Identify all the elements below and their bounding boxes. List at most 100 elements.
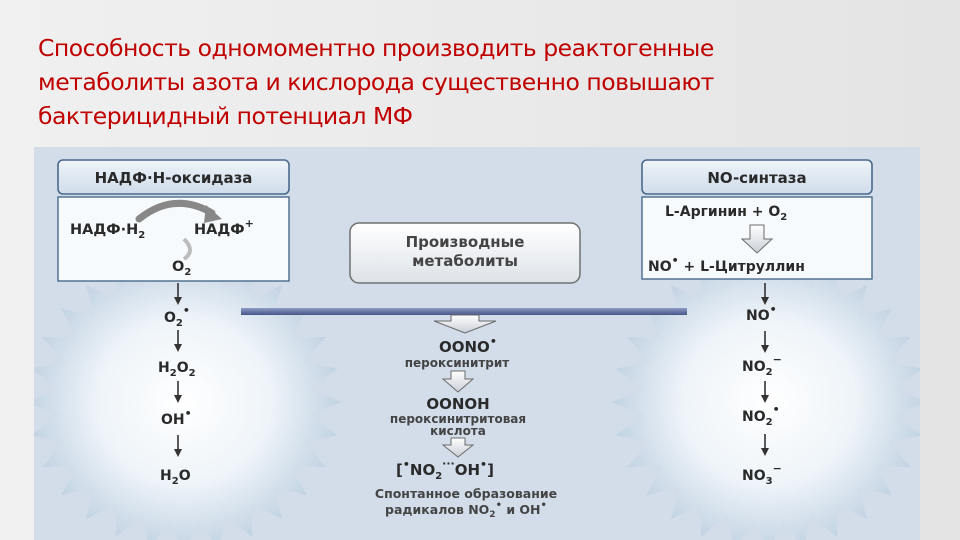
left-chain: O2• H2O2 OH• H2O [158,283,196,487]
no-synthase-label: NO-синтаза [707,169,806,187]
nadph-h-text: НАДФ·Н [70,222,138,238]
arginine-text: L-Аргинин + O2 [665,204,787,223]
left-enzyme-group: НАДФ·Н-оксидаза НАДФ·Н2 НАДФ+ O2 [57,159,290,282]
o2-reactant-main: O [172,259,184,275]
right-chain-item-2: NO2− [742,353,782,378]
derived-metabolites-box [349,222,581,284]
radical-pair-complex: [•NO2···OH•] [396,457,494,482]
citrulline-text: NO• + L-Цитруллин [648,254,805,275]
nitrite-sub: 2 [766,367,773,378]
arginine-main: L-Аргинин + O [665,204,780,220]
complex-dot-1: • [403,458,410,471]
superoxide-main: O [164,310,176,326]
h2o2-main-2: O [177,360,189,376]
right-chain: NO• NO2− NO2• NO3− [742,283,782,487]
nadph-h-sub: 2 [138,230,145,241]
oonoh-text: OONOH [426,395,489,413]
merge-hollow-arrow [433,314,497,334]
right-chain-item-1: NO• [746,303,777,324]
nitrite-main: NO [742,359,766,375]
right-arrow-4-head [761,448,769,456]
radicals-no2-sub: 2 [489,510,495,520]
no2-radical-sub: 2 [766,417,773,428]
h2o2-sub-2: 2 [189,368,196,379]
no2-radical-main: NO [742,409,766,425]
slide-title: Способность одномоментно производить реа… [38,31,918,133]
no-product-sup: • [672,254,679,267]
left-chain-item-2: H2O2 [158,360,196,379]
nadph-oxidase-label: НАДФ·Н-оксидаза [95,169,253,187]
center-hollow-arrow-1 [441,370,475,393]
right-arrow-3-head [761,395,769,403]
left-chain-item-3: OH• [161,407,192,428]
superoxide-sub: 2 [176,318,183,329]
hydroxyl-main: OH [161,412,185,428]
nitrate-main: NO [742,468,766,484]
no-synthase-header-box [641,159,873,195]
complex-no2-sub: 2 [435,471,442,482]
nadph-oxidase-header-box [57,159,290,195]
reaction-curve-arrow-head [204,205,222,223]
o2-reactant-text: O2 [172,259,191,278]
water-sub: 2 [172,476,179,487]
no-radical-main: NO [746,308,770,324]
radicals-text: радикалов NO [385,502,489,517]
slide-title-line-1: Способность одномоментно производить реа… [38,34,714,62]
peroxynitrite-label: пероксинитрит [405,356,510,370]
left-glow-burst [34,252,342,540]
right-arrow-2-head [761,345,769,353]
nadp-plus-text: НАДФ+ [194,217,254,238]
nitrate-sup: − [773,462,782,475]
nadph-h2-text: НАДФ·Н2 [70,222,145,241]
no-synthase-hollow-arrow [740,224,774,254]
nitrate-sub: 3 [766,476,773,487]
citrulline-main: + L-Цитруллин [679,259,805,275]
complex-no2-main: NO [410,461,435,479]
center-hollow-arrow-2 [441,437,475,458]
nadp-text: НАДФ [194,222,245,238]
metabolism-diagram: НАДФ·Н-оксидаза НАДФ·Н2 НАДФ+ O2 O2• H2O… [34,147,920,540]
right-enzyme-group: NO-синтаза L-Аргинин + O2 NO• + L-Цитрул… [641,159,873,280]
left-arrow-2-head [174,344,182,352]
right-chain-item-4: NO3− [742,462,782,487]
complex-dot-2: • [480,458,487,471]
water-main-1: H [160,468,172,484]
derived-metabolites-line-1: Производные [406,233,525,251]
oono-main: OONO [439,338,490,356]
water-main-2: O [179,468,191,484]
slide-title-line-3: бактерицидный потенциал МФ [38,102,413,130]
center-group: Производные метаболиты OONO• пероксинитр… [241,222,687,520]
h2o2-main-1: H [158,360,170,376]
derived-metabolites-line-2: метаболиты [412,252,518,270]
right-arrow-1-head [761,297,769,305]
right-chain-item-3: NO2• [742,403,780,428]
no-radical-sup: • [770,303,777,316]
nadp-sup: + [245,217,254,230]
reaction-curve-arrow [135,199,216,223]
superoxide-sup: • [183,304,190,317]
complex-oh-main: OH [455,461,480,479]
left-chain-item-4: H2O [160,468,191,487]
no-product-main: NO [648,259,672,275]
complex-close-bracket: ] [487,461,494,479]
complex-open-bracket: [ [396,461,403,479]
oono-text: OONO• [439,335,497,356]
radicals-no2-sup: • [496,500,502,511]
spontaneous-formation-line-1: Спонтанное образование [375,486,557,501]
no2-radical-sup: • [773,403,780,416]
merge-bar [241,308,687,315]
peroxynitrous-acid-label-2: кислота [430,424,486,438]
left-arrow-4-head [174,449,182,457]
left-arrow-3-head [174,395,182,403]
nadph-reaction-box [57,196,290,282]
spontaneous-formation-line-2: радикалов NO2• и OH• [385,500,547,520]
reaction-down-curve [182,237,192,261]
arginine-o2-sub: 2 [780,212,787,223]
radicals-oh-text: и OH [502,502,541,517]
slide-title-line-2: метаболиты азота и кислорода существенно… [38,68,714,96]
oono-sup: • [490,335,497,348]
left-arrow-1-head [174,297,182,305]
complex-dots: ··· [442,457,455,470]
nitrite-sup: − [773,353,782,366]
left-chain-item-1: O2• [164,304,190,329]
